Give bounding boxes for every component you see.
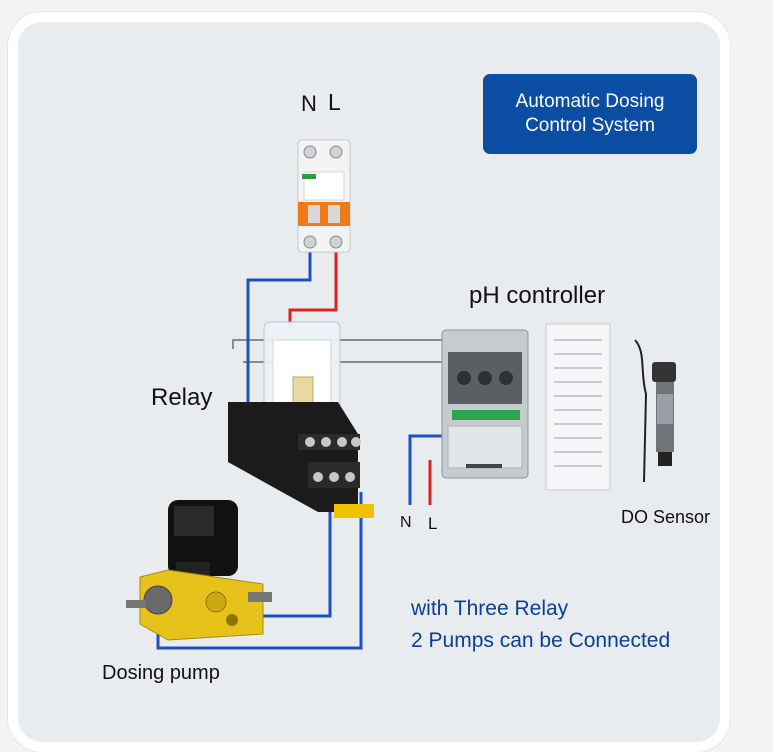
title-box: Automatic Dosing Control System xyxy=(483,74,697,154)
dosing-pump-icon xyxy=(126,500,272,641)
blue-wire-controller-n xyxy=(408,434,443,505)
do-sensor-label: DO Sensor xyxy=(621,507,711,527)
relay-label: Relay xyxy=(151,384,213,411)
controller-label-l: L xyxy=(428,514,438,533)
title-line-1: Automatic Dosing xyxy=(515,91,665,112)
relay-icon xyxy=(228,321,374,518)
diagram-card: Automatic Dosing Control System xyxy=(8,12,730,752)
breaker-label-n: N xyxy=(301,91,317,116)
ph-controller-label: pH controller xyxy=(469,282,606,309)
dosing-pump-label: Dosing pump xyxy=(102,662,220,684)
note-line-1: with Three Relay xyxy=(411,597,569,620)
blue-wire-breaker-relay xyxy=(246,247,312,402)
do-sensor-icon xyxy=(634,339,676,483)
note-line-2: 2 Pumps can be Connected xyxy=(411,629,671,652)
title-line-2: Control System xyxy=(525,115,655,136)
controller-label-n: N xyxy=(400,514,412,531)
ph-controller-icon xyxy=(441,329,529,479)
manual-sheet-icon xyxy=(545,323,611,491)
wiring-diagram xyxy=(126,139,676,650)
breaker-icon xyxy=(297,139,351,253)
breaker-label-l: L xyxy=(328,89,341,115)
blue-wire-pump-2 xyxy=(156,492,363,650)
red-wire-breaker-relay xyxy=(288,247,338,330)
